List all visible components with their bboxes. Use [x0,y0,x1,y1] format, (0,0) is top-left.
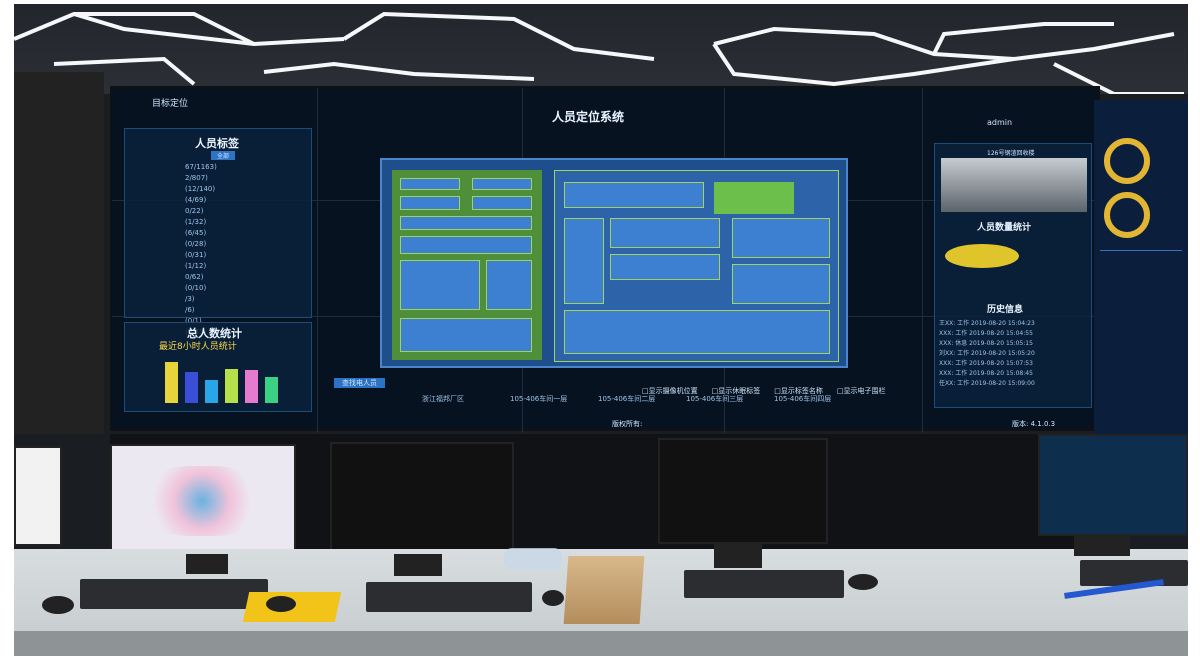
map-left-label[interactable]: 查找电人员 [334,378,385,388]
right-info-panel: 126号钢渣回收楼 人员数量统计 历史信息 王XX: 工作 2019-08-20… [934,143,1092,408]
recent-stats-title: 最近8小时人员统计 [159,342,237,352]
location-tab[interactable]: 105-406车间一层 [510,395,568,403]
person-tags-tab[interactable]: 全部 [211,151,236,160]
mouse-3 [542,590,564,606]
cardboard-box [563,556,645,624]
stats-bar [165,362,178,403]
right-dashboard-screen [1094,100,1188,436]
site-map[interactable] [380,158,848,368]
stats-bar [265,376,278,403]
monitor-left-edge [14,446,62,546]
left-title: 目标定位 [152,99,189,109]
ceiling [14,4,1188,94]
person-list-item[interactable]: (0/28) [185,240,207,248]
gauge-2 [1104,192,1150,238]
location-tab[interactable]: 105-406车间三层 [686,395,744,403]
map-options: □显示摄像机位置 □显示休眠标签 □显示标签名称 □显示电子围栏 [642,378,900,397]
keyboard-1 [80,579,268,609]
map-option-checkbox[interactable]: □显示摄像机位置 [642,387,698,395]
person-tags-panel: 人员标签 全部 67/1163) 2/807) (12/140) (4/69) 0/22… [124,128,312,336]
desk-front [14,631,1188,656]
mouse-1 [42,596,74,614]
gauge-1 [1104,138,1150,184]
video-wall: 目标定位 人员定位系统 admin 人员标签 全部 67/1163) 2/807)… [110,86,1102,433]
people-count-title: 人员数量统计 [977,223,1032,233]
person-list-item[interactable]: (4/69) [185,196,207,204]
person-list-item[interactable]: (0/31) [185,251,207,259]
stand-4 [1074,536,1130,556]
camera-feed[interactable] [941,158,1087,212]
map-option-checkbox[interactable]: □显示标签名称 [774,387,823,395]
stand-2 [394,554,442,576]
version-label: 版本: 4.1.0.3 [1012,420,1056,428]
line-charts [1100,250,1182,310]
stand-1 [186,554,228,574]
stats-bar-chart [165,355,305,403]
person-list-item[interactable]: (6/45) [185,229,207,237]
history-entry: XXX: 工作 2019-08-20 15:04:55 [939,330,1033,337]
monitor-2 [330,442,514,552]
person-list-item[interactable]: 0/62) [185,273,204,281]
person-list-item[interactable]: /6) [185,306,195,314]
control-room-photo: 目标定位 人员定位系统 admin 人员标签 全部 67/1163) 2/807)… [14,4,1188,656]
history-entry: XXX: 休息 2019-08-20 15:05:15 [939,340,1033,347]
stats-bar [185,371,198,403]
ceiling-hex-lights [14,11,1184,94]
person-list-item[interactable]: 67/1163) [185,163,217,171]
person-list-item[interactable]: 0/22) [185,207,204,215]
keyboard-2 [366,582,532,612]
left-side-monitor [14,72,104,434]
person-list: 67/1163) 2/807) (12/140) (4/69) 0/22) (1/32) (… [185,162,217,338]
history-entry: XXX: 工作 2019-08-20 15:08:45 [939,370,1033,377]
history-entry: 任XX: 工作 2019-08-20 15:09:00 [939,380,1035,387]
person-list-item[interactable]: (1/32) [185,218,207,226]
history-entry: XXX: 工作 2019-08-20 15:07:53 [939,360,1033,367]
location-tab[interactable]: 浙江福邦厂区 [422,395,464,403]
person-list-item[interactable]: (12/140) [185,185,216,193]
stats-bar [225,369,238,403]
mouse-2 [266,596,296,612]
person-list-item[interactable]: 2/807) [185,174,208,182]
person-list-item[interactable]: (1/12) [185,262,207,270]
location-tab[interactable]: 105-406车间四层 [774,395,832,403]
map-option-checkbox[interactable]: □显示电子围栏 [836,387,886,395]
person-tags-title: 人员标签 [195,137,239,150]
monitor-artwork [110,444,296,554]
monitor-dashboard [1038,434,1188,536]
history-entry: 刘XX: 工作 2019-08-20 15:05:20 [939,350,1035,357]
people-count-pie [945,244,1019,268]
stats-bar [245,370,258,403]
stand-3 [714,544,762,568]
location-tab[interactable]: 105-406车间二层 [598,395,656,403]
mouse-4 [848,574,878,590]
person-list-item[interactable]: (0/10) [185,284,207,292]
history-entry: 王XX: 工作 2019-08-20 15:04:23 [939,320,1035,327]
person-list-item[interactable]: (0/1) [185,317,202,325]
center-title: 人员定位系统 [552,110,625,124]
footer-copyright: 版权所有: [612,420,643,428]
plastic-bag [504,548,562,570]
stats-bar [205,379,218,403]
keyboard-4 [1080,560,1188,586]
monitor-3 [658,438,828,544]
person-list-item[interactable]: /3) [185,295,195,303]
history-title: 历史信息 [987,305,1024,315]
total-stats-title: 总人数统计 [187,327,242,340]
keyboard-3 [684,570,844,598]
user-name[interactable]: admin [987,118,1013,127]
map-option-checkbox[interactable]: □显示休眠标签 [711,387,761,395]
camera-label: 126号钢渣回收楼 [987,150,1035,157]
total-stats-panel: 总人数统计 最近8小时人员统计 [124,322,312,412]
